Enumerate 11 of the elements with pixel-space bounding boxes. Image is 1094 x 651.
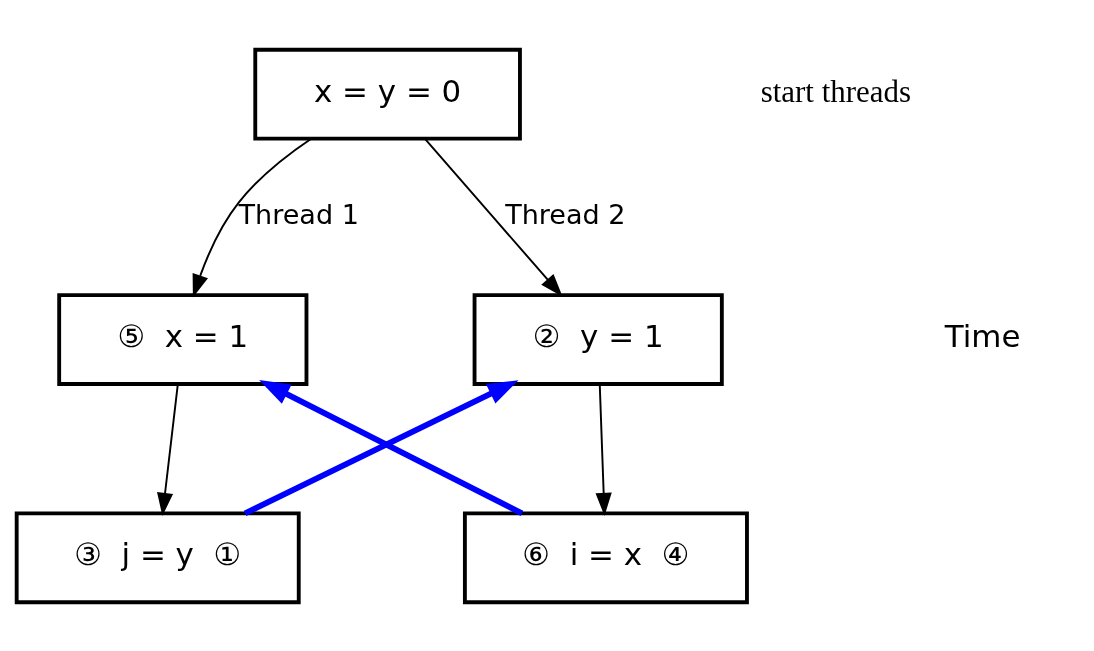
label: Time: [944, 317, 1021, 354]
node-box: ⑤ x = 1: [57, 292, 309, 386]
node-box: ② y = 1: [472, 292, 724, 386]
arrow: [423, 137, 563, 297]
node-box: x = y = 0: [253, 47, 522, 141]
arrow: [192, 137, 313, 298]
label: start threads: [760, 73, 911, 108]
edge-label: Thread 1: [238, 198, 359, 230]
node-box: ⑥ i = x ④: [462, 510, 749, 604]
node-box: ③ j = y ①: [14, 510, 301, 604]
edge-label: Thread 2: [505, 198, 626, 230]
